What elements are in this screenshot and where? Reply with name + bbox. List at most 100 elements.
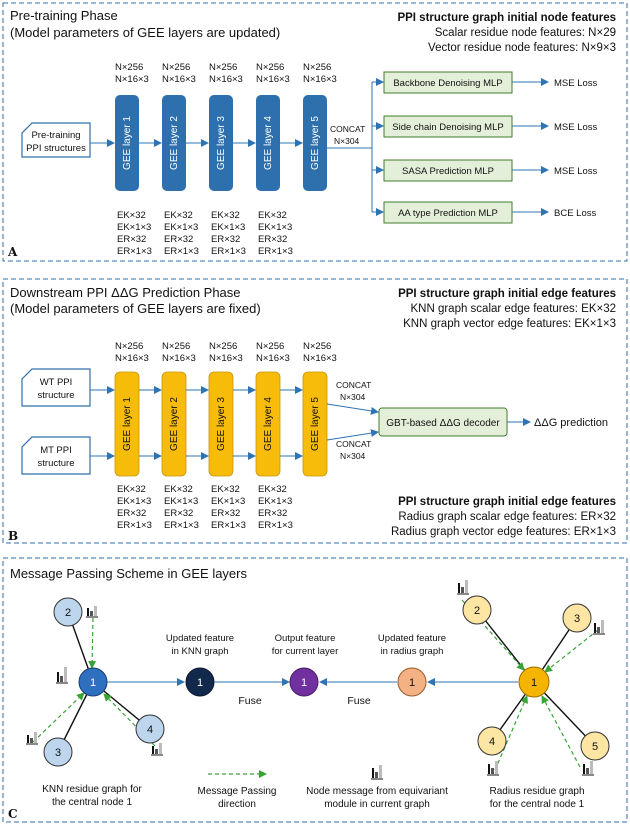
svg-text:EK×32: EK×32 <box>258 210 287 221</box>
svg-text:N×16×3: N×16×3 <box>115 353 149 364</box>
svg-text:GEE layer 2: GEE layer 2 <box>169 116 180 170</box>
panel-b-mt-line2: structure <box>38 458 75 469</box>
panel-c-updated-rad-node: 1 <box>397 667 427 697</box>
panel-a-loss-4: BCE Loss <box>554 208 596 219</box>
panel-b-output: ΔΔG prediction <box>534 417 608 429</box>
panel-b-wt-line2: structure <box>38 390 75 401</box>
svg-text:N×256: N×256 <box>256 341 284 352</box>
svg-text:SASA Prediction MLP: SASA Prediction MLP <box>402 166 494 177</box>
panel-c-label: C <box>8 807 18 821</box>
svg-text:3: 3 <box>55 747 61 759</box>
panel-c-rad-node-4: 4 <box>477 726 507 756</box>
panel-b-gee-layer-2: GEE layer 2 <box>161 371 187 477</box>
svg-text:ER×1×3: ER×1×3 <box>117 520 152 531</box>
panel-c-knn-node-4: 4 <box>135 714 165 744</box>
svg-text:ER×32: ER×32 <box>211 234 240 245</box>
panel-c-rad-node-3: 3 <box>562 603 592 633</box>
panel-b-feature-top-2: KNN graph vector edge features: EK×1×3 <box>403 318 616 330</box>
panel-a-loss-3: MSE Loss <box>554 166 598 177</box>
panel-c-rad-caption-line1: Radius residue graph <box>489 786 584 797</box>
panel-b-gee-layer-1: GEE layer 1 <box>114 371 140 477</box>
svg-text:GEE layer 4: GEE layer 4 <box>263 116 274 170</box>
panel-b-feature-title-bot: PPI structure graph initial edge feature… <box>398 496 616 508</box>
panel-b-feature-bot-2: Radius graph vector edge features: ER×1×… <box>391 526 616 538</box>
svg-text:1: 1 <box>197 677 203 689</box>
panel-a-gee-layer-5: GEE layer 5 <box>303 95 327 191</box>
panel-a-feature-2: Vector residue node features: N×9×3 <box>428 42 616 54</box>
panel-b-title: Downstream PPI ΔΔG Prediction Phase <box>10 285 241 300</box>
svg-text:ER×32: ER×32 <box>258 508 287 519</box>
svg-text:4: 4 <box>489 736 495 748</box>
panel-b-feature-top-1: KNN graph scalar edge features: EK×32 <box>410 303 616 315</box>
panel-c-updated-knn-line1: Updated feature <box>166 633 234 644</box>
panel-a-head-sasa: SASA Prediction MLP <box>383 159 513 182</box>
panel-c-knn-caption-line2: the central node 1 <box>52 797 132 808</box>
panel-b-subtitle: (Model parameters of GEE layers are fixe… <box>10 301 261 316</box>
panel-c-output-node: 1 <box>289 667 319 697</box>
panel-c-rad-node-5: 5 <box>580 731 610 761</box>
svg-text:ER×1×3: ER×1×3 <box>117 246 152 257</box>
svg-text:N×256: N×256 <box>115 341 143 352</box>
panel-c-rad-node-2: 2 <box>462 595 492 625</box>
bar-message-icon <box>593 620 605 635</box>
svg-text:EK×32: EK×32 <box>117 210 146 221</box>
panel-a-input-line2: PPI structures <box>26 143 86 154</box>
svg-text:EK×1×3: EK×1×3 <box>164 496 198 507</box>
legend-arrow-line2: direction <box>218 799 256 810</box>
panel-a-head-aatype: AA type Prediction MLP <box>383 201 513 224</box>
svg-text:N×256: N×256 <box>303 62 331 73</box>
panel-a-title: Pre-training Phase <box>10 8 118 23</box>
panel-c-updated-knn-line2: in KNN graph <box>171 646 228 657</box>
panel-b-feature-bot-1: Radius graph scalar edge features: ER×32 <box>398 511 616 523</box>
svg-text:1: 1 <box>301 677 307 689</box>
svg-text:EK×32: EK×32 <box>258 484 287 495</box>
panel-c-knn-node-3: 3 <box>43 737 73 767</box>
svg-text:N×16×3: N×16×3 <box>115 74 149 85</box>
svg-text:1: 1 <box>409 677 415 689</box>
svg-text:AA type Prediction MLP: AA type Prediction MLP <box>398 208 498 219</box>
svg-text:N×256: N×256 <box>162 62 190 73</box>
panel-c-knn-node-2: 2 <box>53 597 83 627</box>
svg-text:EK×1×3: EK×1×3 <box>117 222 151 233</box>
svg-text:3: 3 <box>574 613 580 625</box>
panel-b-concat-top-dim: N×304 <box>340 392 366 402</box>
svg-text:GEE layer 5: GEE layer 5 <box>310 397 321 451</box>
panel-b-concat-top: CONCAT <box>336 380 371 390</box>
panel-a-input-box <box>21 122 91 158</box>
svg-text:N×256: N×256 <box>209 341 237 352</box>
panel-c-knn-node-1: 1 <box>78 667 108 697</box>
panel-a-gee-layer-2: GEE layer 2 <box>162 95 186 191</box>
svg-text:1: 1 <box>531 677 537 689</box>
panel-b-gee-layer-4: GEE layer 4 <box>255 371 281 477</box>
svg-text:EK×1×3: EK×1×3 <box>211 496 245 507</box>
bar-message-icon <box>457 580 469 595</box>
svg-text:N×16×3: N×16×3 <box>256 353 290 364</box>
svg-text:GEE layer 1: GEE layer 1 <box>122 397 133 451</box>
panel-b-layer-arrows <box>139 386 303 460</box>
svg-text:GEE layer 4: GEE layer 4 <box>263 397 274 451</box>
panel-c-title: Message Passing Scheme in GEE layers <box>10 566 247 581</box>
svg-text:ER×32: ER×32 <box>211 508 240 519</box>
panel-b-feature-title-top: PPI structure graph initial edge feature… <box>398 288 616 300</box>
bar-message-icon <box>151 743 163 756</box>
panel-b-concat-arrow-top <box>326 403 379 415</box>
legend-msg-line1: Node message from equivariant <box>306 786 448 797</box>
panel-c-fuse-left: Fuse <box>238 695 262 707</box>
svg-text:ER×1×3: ER×1×3 <box>164 520 199 531</box>
svg-text:N×256: N×256 <box>256 62 284 73</box>
panel-c-rad-node-1: 1 <box>518 666 550 698</box>
svg-text:N×16×3: N×16×3 <box>303 74 337 85</box>
panel-c-fuse-right: Fuse <box>347 695 371 707</box>
svg-text:ER×32: ER×32 <box>164 508 193 519</box>
legend-msg-line2: module in current graph <box>324 799 430 810</box>
svg-text:ER×32: ER×32 <box>164 234 193 245</box>
svg-text:N×256: N×256 <box>303 341 331 352</box>
panel-a-concat: CONCAT <box>330 124 365 134</box>
svg-text:GBT-based ΔΔG decoder: GBT-based ΔΔG decoder <box>386 418 500 429</box>
svg-text:N×16×3: N×16×3 <box>209 74 243 85</box>
svg-text:Backbone Denoising MLP: Backbone Denoising MLP <box>393 78 502 89</box>
svg-text:ER×1×3: ER×1×3 <box>211 520 246 531</box>
panel-b-gee-layer-3: GEE layer 3 <box>208 371 234 477</box>
